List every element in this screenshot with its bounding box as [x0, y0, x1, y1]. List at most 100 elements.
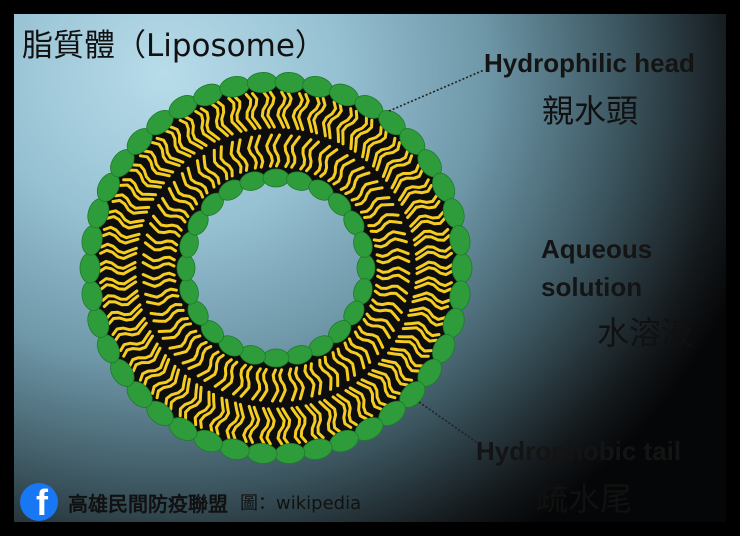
outer-tail	[387, 351, 421, 373]
outer-tail	[336, 393, 358, 427]
outer-tail	[178, 383, 199, 418]
outer-tail	[281, 90, 293, 130]
inner-tail	[143, 241, 177, 253]
outer-tail	[276, 407, 286, 446]
outer-tail	[169, 377, 191, 411]
outer-tail	[99, 242, 138, 255]
outer-tail	[406, 200, 441, 219]
inner-tail	[172, 180, 199, 206]
outer-tail	[397, 335, 433, 353]
outer-tail	[309, 403, 325, 440]
inner-tail	[369, 304, 400, 322]
outer-tail	[281, 407, 292, 446]
inner-tail	[229, 140, 243, 174]
outer-tail	[164, 129, 192, 158]
outer-tail	[248, 405, 261, 444]
hydrophilic-head-label-zh: 親水頭	[542, 92, 639, 130]
inner-tail	[212, 148, 229, 181]
inner-tail	[161, 197, 190, 218]
outer-tail	[360, 378, 388, 407]
inner-tail	[357, 325, 385, 349]
inner-head	[262, 348, 290, 368]
figure-panel: 脂質體（Liposome） Hydrophilic head 親水頭 Aqueo…	[14, 14, 726, 522]
inner-tail	[144, 287, 178, 299]
inner-tail	[278, 368, 287, 403]
outer-tail	[107, 209, 145, 225]
outer-tail	[250, 92, 262, 130]
inner-tail	[313, 144, 332, 176]
inner-tail	[145, 233, 179, 247]
outer-tail	[184, 115, 208, 147]
inner-tail	[343, 341, 366, 370]
outer-tail	[128, 168, 162, 189]
outer-tail	[403, 321, 441, 338]
inner-tail	[141, 261, 176, 270]
inner-tail	[376, 255, 411, 265]
liposome	[79, 72, 473, 464]
outer-tail	[353, 118, 374, 153]
outer-tail	[415, 266, 454, 277]
outer-tail	[114, 321, 148, 342]
inner-tail	[236, 138, 249, 172]
outer-tail	[395, 339, 430, 358]
outer-tail	[307, 95, 321, 134]
outer-tail	[233, 95, 248, 132]
inner-tail	[323, 355, 340, 388]
outer-tail	[349, 115, 368, 151]
inner-tail	[299, 138, 313, 171]
outer-tail	[199, 107, 221, 141]
inner-tail	[373, 289, 407, 303]
outer-tail	[341, 109, 359, 146]
outer-tail	[128, 342, 159, 368]
outer-tail	[393, 168, 424, 194]
outer-tail	[407, 311, 445, 327]
outer-tail	[143, 358, 171, 387]
inner-tail	[141, 271, 176, 281]
inner-tail	[374, 237, 408, 249]
inner-tail	[271, 368, 280, 403]
inner-tail	[180, 172, 205, 199]
outer-tail	[323, 398, 342, 434]
outer-tail	[415, 250, 453, 261]
inner-tail	[149, 303, 183, 317]
outer-tail	[178, 118, 204, 150]
outer-tail	[398, 178, 430, 202]
outer-tail	[348, 386, 374, 418]
inner-tail	[347, 337, 372, 364]
inner-tail	[332, 158, 356, 186]
inner-tail	[213, 358, 233, 388]
outer-tail	[410, 216, 447, 233]
inner-tail	[254, 134, 265, 169]
outer-tail	[99, 248, 138, 260]
inner-tail	[142, 253, 176, 263]
outer-tail	[400, 183, 433, 206]
facebook-logo-icon[interactable]: f	[20, 483, 58, 521]
inner-tail	[336, 347, 357, 377]
outer-tail	[411, 296, 450, 311]
inner-tail	[202, 154, 221, 185]
outer-tail	[266, 90, 276, 129]
outer-tail	[164, 374, 187, 407]
outer-tail	[107, 308, 143, 326]
outer-tail	[101, 231, 140, 245]
outer-tail	[371, 136, 397, 168]
inner-tail	[362, 318, 391, 339]
outer-tail	[98, 259, 137, 270]
tail-pointer-line	[418, 401, 483, 447]
inner-tail	[152, 308, 185, 323]
inner-tail	[203, 353, 225, 382]
inner-tail	[363, 203, 395, 219]
outer-tail	[385, 154, 414, 182]
outer-tail	[265, 407, 276, 446]
outer-head	[449, 224, 471, 256]
aqueous-solution-label-zh: 水溶液	[597, 314, 694, 352]
outer-tail	[259, 406, 271, 446]
outer-tail	[102, 225, 141, 240]
outer-tail	[312, 96, 327, 135]
inner-tail	[354, 186, 384, 207]
inner-tail	[375, 283, 409, 295]
outer-tail	[297, 93, 310, 132]
inner-head	[353, 231, 373, 258]
inner-tail	[318, 358, 333, 391]
